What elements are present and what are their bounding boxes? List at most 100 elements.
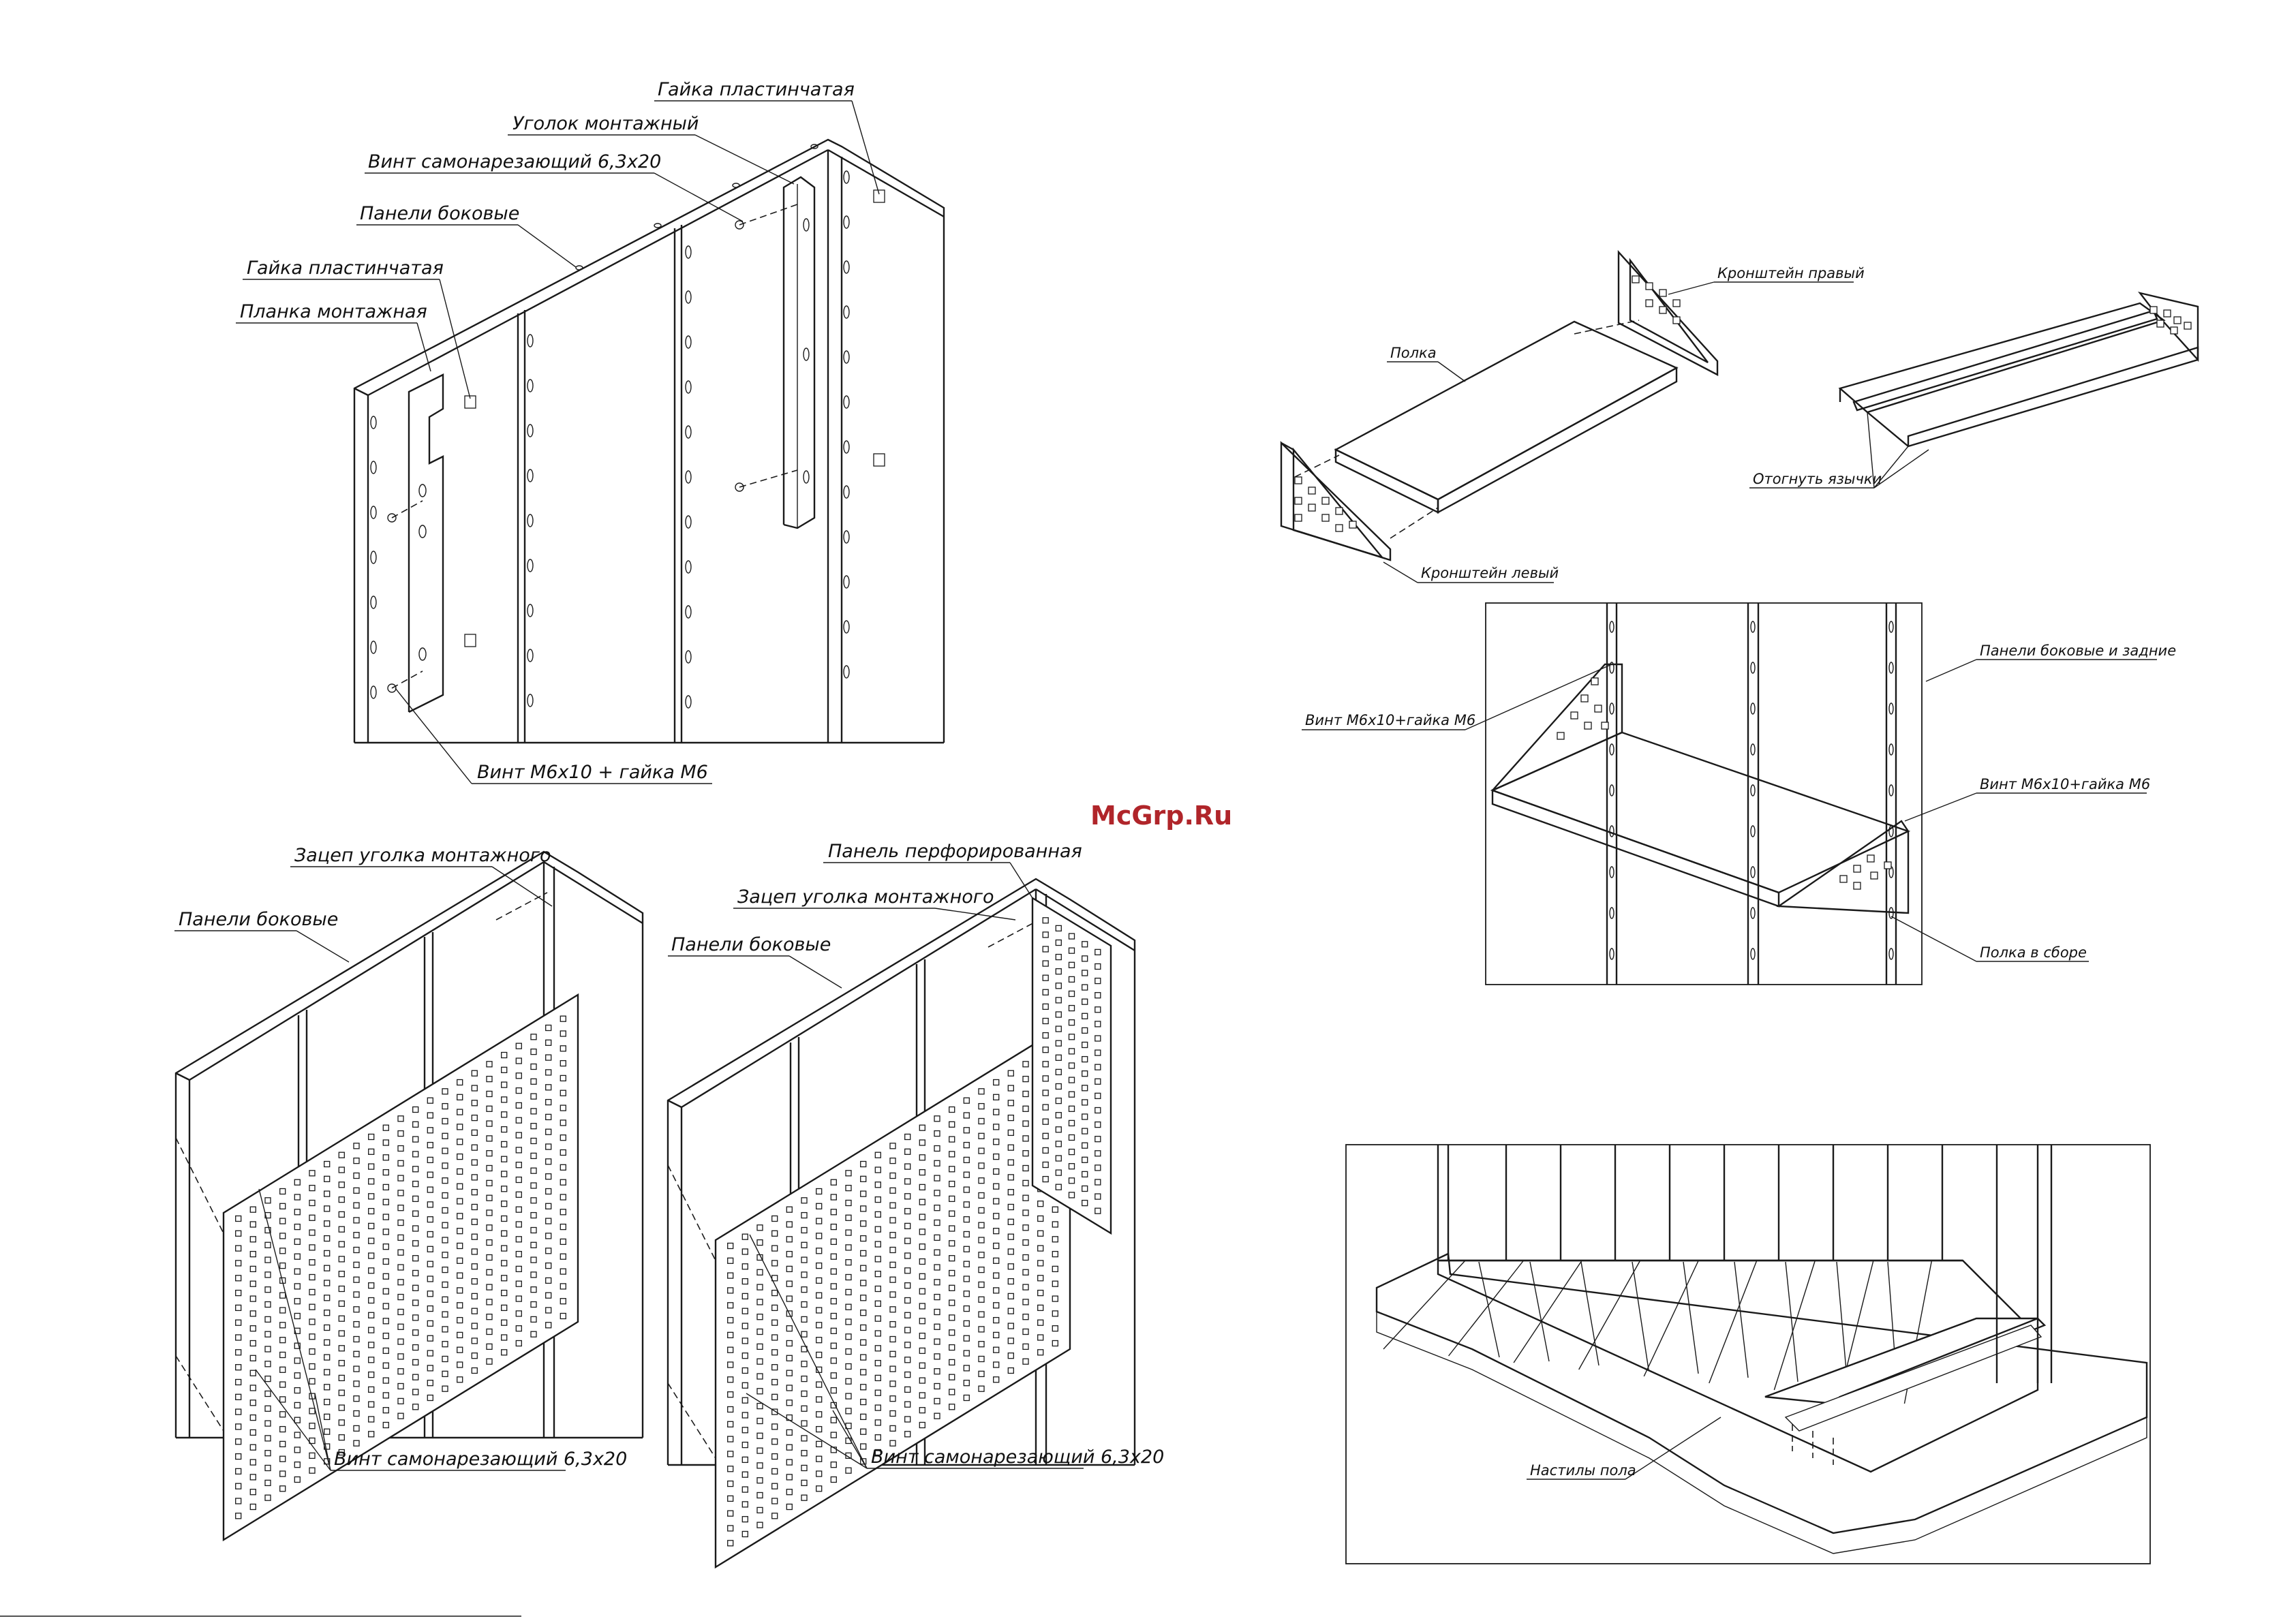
perforation (786, 1489, 793, 1496)
perforation (993, 1242, 1000, 1250)
perforation (353, 1335, 360, 1343)
perforation (741, 1412, 748, 1419)
screw-axis (739, 204, 798, 226)
bracket-right (1617, 249, 1719, 376)
perforation (845, 1348, 852, 1355)
mounting-hole (685, 605, 692, 619)
perforation (949, 1344, 955, 1351)
perforation (934, 1234, 940, 1241)
perforation (860, 1295, 867, 1301)
perforation (1052, 1340, 1058, 1347)
perforation (1022, 1239, 1029, 1246)
perforation (235, 1483, 242, 1489)
perforation (397, 1264, 404, 1271)
perforation (412, 1329, 419, 1336)
perforation (786, 1250, 793, 1258)
perforation (515, 1295, 522, 1302)
perforation (471, 1203, 478, 1211)
bracket-square-hole (1659, 289, 1667, 297)
perforation (727, 1242, 734, 1250)
perforation (501, 1260, 508, 1267)
perforation (397, 1205, 404, 1211)
mounting-hole (1750, 907, 1756, 919)
perforation (1052, 1236, 1058, 1243)
perforation (309, 1423, 316, 1429)
perforation (727, 1451, 734, 1457)
perforation (1095, 977, 1101, 985)
bracket-left-edge (1281, 442, 1294, 451)
perforation (279, 1455, 286, 1462)
perforation (530, 1137, 537, 1145)
perforation (294, 1462, 301, 1468)
perforation (368, 1148, 375, 1155)
shelf-assembled-edge (1839, 388, 1868, 413)
perforation (382, 1347, 389, 1355)
perforation (515, 1280, 522, 1287)
label-bracket-left: Кронштейн левый (1421, 565, 1559, 581)
perforation (530, 1167, 537, 1174)
perforation (1022, 1179, 1029, 1187)
perforation (515, 1117, 522, 1124)
perforation (501, 1081, 508, 1088)
perforation (889, 1261, 896, 1269)
perforation (919, 1169, 925, 1176)
perforation (816, 1425, 823, 1433)
floor-frame-outline (1437, 1259, 2039, 1473)
perforation (264, 1479, 271, 1487)
perforation (1042, 960, 1049, 967)
leader-line (1625, 1417, 1721, 1480)
perforation (1082, 1128, 1088, 1134)
perforation (919, 1377, 925, 1384)
perforation (978, 1207, 985, 1214)
mounting-hole (685, 245, 692, 259)
perforation (889, 1217, 896, 1224)
perforation (1007, 1100, 1014, 1107)
perforation (264, 1435, 271, 1442)
mounting-hole (1750, 866, 1756, 878)
perforation (1007, 1070, 1014, 1077)
perforation (771, 1468, 778, 1475)
perforation (1068, 1048, 1075, 1055)
perforation (1042, 1017, 1049, 1025)
perforation (993, 1168, 1000, 1175)
perforation (993, 1109, 1000, 1115)
perforation (457, 1272, 463, 1279)
perforation (338, 1196, 345, 1203)
perforation (741, 1338, 748, 1344)
perforation (756, 1462, 763, 1469)
perforation (442, 1177, 448, 1184)
perforation (845, 1408, 852, 1415)
perforation (1037, 1230, 1044, 1237)
perforation (949, 1180, 955, 1188)
perforation (874, 1256, 881, 1263)
bracket-right (1776, 820, 1910, 914)
perforation (249, 1250, 256, 1258)
diagram-shelf-exploded: Кронштейн правый Полка Отогнуть язычки К… (1280, 249, 2199, 583)
perforation (963, 1335, 970, 1342)
perforation (771, 1260, 778, 1267)
screw-axis (391, 500, 423, 519)
perforation (801, 1420, 808, 1427)
perforation (1068, 933, 1075, 940)
perforation (560, 1179, 566, 1186)
perforation (442, 1326, 448, 1333)
perforation (1082, 1199, 1088, 1207)
perforation (471, 1352, 478, 1359)
perforation (860, 1384, 867, 1391)
perforation (874, 1315, 881, 1322)
angle-hole (803, 347, 810, 361)
perforation (427, 1112, 433, 1119)
perforation (427, 1201, 433, 1208)
perforation (889, 1306, 896, 1313)
perforation (338, 1271, 345, 1278)
perforation (830, 1253, 837, 1260)
perforation (279, 1485, 286, 1492)
perforation (1055, 1040, 1062, 1047)
perforation (515, 1176, 522, 1184)
perforation (993, 1257, 1000, 1264)
perforation (560, 1045, 566, 1052)
perforation (397, 1190, 404, 1196)
mounting-hole (527, 649, 534, 662)
perforation (471, 1278, 478, 1285)
